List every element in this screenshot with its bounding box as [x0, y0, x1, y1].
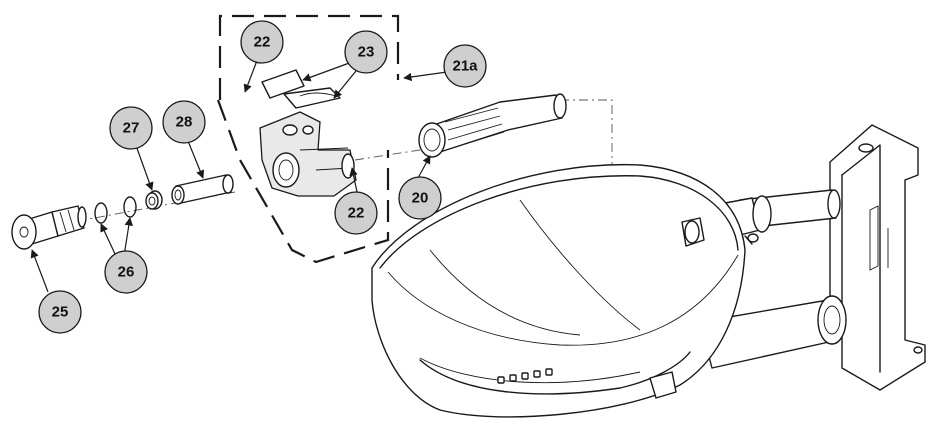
support-pipe: [699, 295, 847, 369]
callout-28-label: 28: [176, 114, 193, 131]
part-27-nut: [145, 190, 163, 210]
callout-20: 20: [398, 176, 442, 220]
part-26-o-rings: [94, 196, 137, 224]
part-22-valve-body: [259, 111, 357, 197]
callout-22-lower-label: 22: [348, 205, 365, 222]
callout-25: 25: [38, 290, 82, 334]
callout-25-label: 25: [52, 304, 69, 321]
assembly-21a-boundary: [216, 14, 400, 264]
part-25-push-button: [11, 205, 87, 250]
callout-27-label: 27: [123, 120, 140, 137]
callout-23-label: 23: [358, 44, 375, 61]
callout-22-upper: 22: [240, 20, 284, 64]
callout-22-upper-label: 22: [254, 34, 271, 51]
callout-20-label: 20: [412, 190, 429, 207]
wall-bracket: [829, 124, 926, 391]
callout-27: 27: [109, 106, 153, 150]
callout-28: 28: [162, 100, 206, 144]
callout-23: 23: [344, 30, 388, 74]
callout-21a-label: 21a: [452, 58, 478, 75]
callout-22-lower: 22: [334, 191, 378, 235]
fountain-bowl: [371, 163, 746, 418]
part-28-sleeve: [171, 174, 234, 205]
callout-26-label: 26: [118, 264, 135, 281]
bowl-drain-holes: [497, 368, 553, 384]
callout-26: 26: [104, 250, 148, 294]
part-20-shroud: [418, 93, 567, 158]
part-23-clips: [261, 69, 341, 109]
callout-21a: 21a: [443, 44, 487, 88]
